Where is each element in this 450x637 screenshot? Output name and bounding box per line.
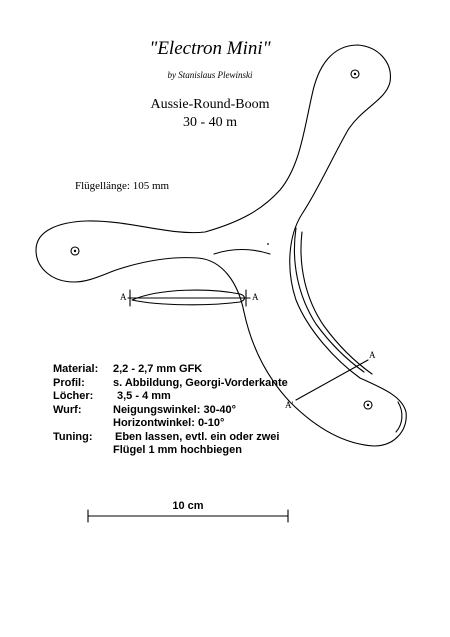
- section-label-a-left: A: [120, 292, 127, 302]
- spec-value: Horizontwinkel: 0-10°: [113, 417, 225, 429]
- diagram-title: "Electron Mini": [149, 38, 271, 59]
- scale-label: 10 cm: [172, 500, 204, 512]
- spec-value: 3,5 - 4 mm: [117, 390, 171, 402]
- subtitle: Aussie-Round-Boom 30 - 40 m: [0, 96, 420, 132]
- spec-value: Neigungswinkel: 30-40°: [113, 403, 236, 416]
- section-line: [295, 359, 369, 401]
- spec-key: Profil:: [53, 376, 85, 389]
- section-label-a-upper: A: [369, 350, 376, 360]
- center-curve: [213, 248, 271, 255]
- spec-key: Tuning:: [53, 430, 93, 443]
- spec-value: Eben lassen, evtl. ein oder zwei: [115, 430, 280, 443]
- spec-key: Wurf:: [53, 403, 82, 416]
- boomerang-outline: [35, 44, 407, 447]
- section-label-a-right: A: [252, 292, 259, 302]
- spec-value: 2,2 - 2,7 mm GFK: [113, 363, 203, 375]
- spec-value: s. Abbildung, Georgi-Vorderkante: [113, 376, 288, 389]
- hole-left: [70, 246, 80, 256]
- author-credit: by Stanislaus Plewinski: [167, 70, 253, 80]
- wingtip-detail: [395, 401, 403, 433]
- leading-edge-outer: [300, 231, 373, 375]
- subtitle-type: Aussie-Round-Boom: [150, 97, 270, 112]
- subtitle-range: 30 - 40 m: [182, 115, 238, 130]
- spec-key: Material:: [53, 363, 99, 375]
- spec-value: Flügel 1 mm hochbiegen: [113, 444, 242, 456]
- hole-top: [350, 69, 360, 79]
- hole-bottom: [363, 400, 373, 410]
- profile-section: [131, 289, 246, 306]
- spec-key: Löcher:: [53, 390, 94, 402]
- leading-edge-inner: [293, 227, 365, 373]
- wing-length-label: Flügellänge: 105 mm: [75, 180, 170, 192]
- section-label-a-lower: A': [285, 400, 293, 410]
